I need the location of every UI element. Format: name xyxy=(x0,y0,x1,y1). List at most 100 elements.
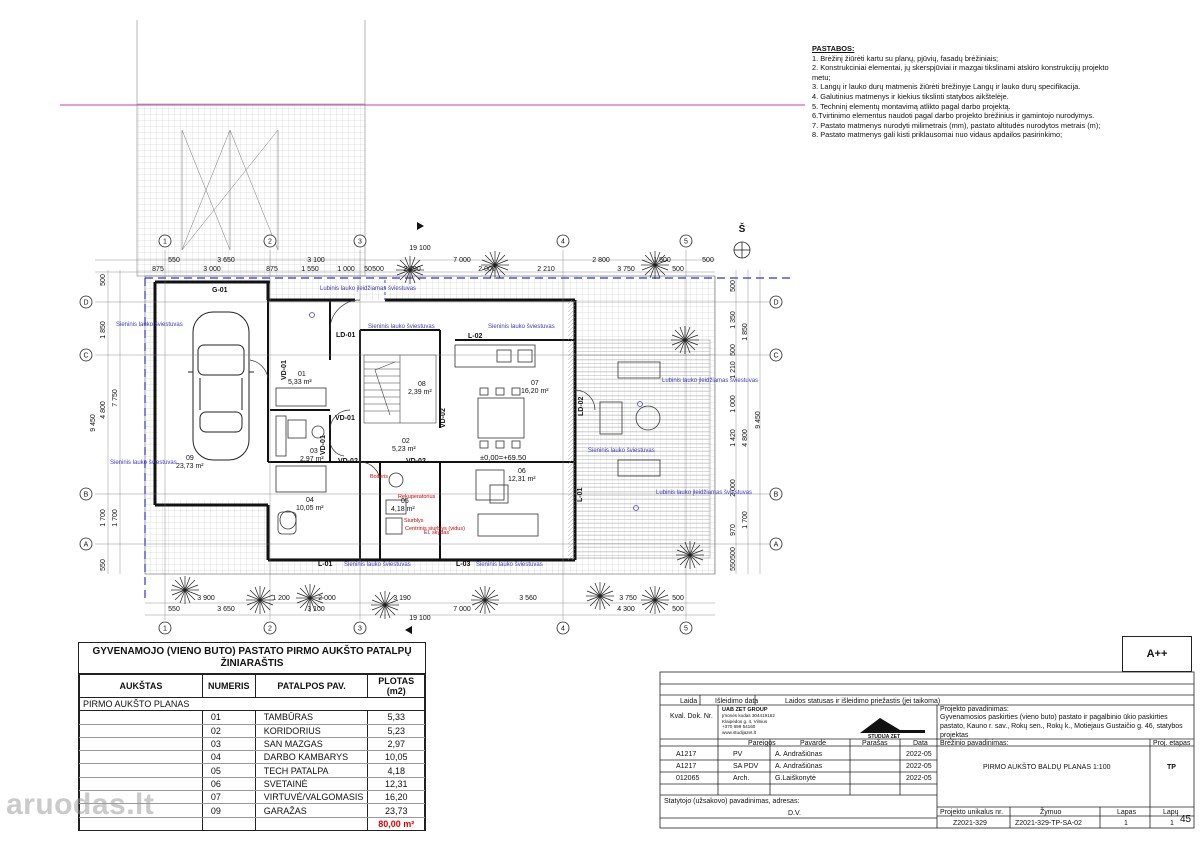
schedule-cell xyxy=(79,710,203,725)
dimension: 2 000 xyxy=(318,595,336,602)
tb-code-label: Projekto unikalus nr. xyxy=(940,809,1004,816)
axis-bubble xyxy=(79,295,93,309)
tb-staff-cell: 2022-05 xyxy=(906,775,932,782)
window-tag: L-01 xyxy=(577,488,584,503)
tb-hdr: Pareigos xyxy=(748,740,776,747)
axis-bubble xyxy=(556,234,570,248)
room-number: 06 xyxy=(518,468,526,475)
door-tag: VD-01 xyxy=(335,415,355,422)
tb-hdr: Data xyxy=(913,740,928,747)
dimension: 3 100 xyxy=(307,257,325,264)
schedule-cell: 5,23 xyxy=(367,724,425,738)
tech-label: Siurblys xyxy=(404,518,424,524)
notes-heading: PASTABOS: xyxy=(812,44,855,53)
dimension: 2 210 xyxy=(537,266,555,273)
room-number: 07 xyxy=(531,380,539,387)
dimension: 550 xyxy=(168,257,180,264)
axis-bubble xyxy=(769,348,783,362)
door-tag: VD-02 xyxy=(406,458,426,465)
axis-bubble xyxy=(353,234,367,248)
window-tag: L-01 xyxy=(318,561,333,568)
tech-label: El. skydas xyxy=(424,530,449,536)
door-tag: VD-02 xyxy=(338,458,358,465)
dimension: 1 550 xyxy=(301,266,319,273)
axis-bubble xyxy=(769,295,783,309)
room-area: 5,23 m² xyxy=(392,446,416,453)
dimension: 500 xyxy=(730,547,737,559)
axis-label-top: 1 xyxy=(163,239,167,246)
total-area: 80,00 m² xyxy=(367,817,425,830)
tb-owner: D.V. xyxy=(788,810,801,817)
axis-bubble xyxy=(79,348,93,362)
dimension: 2 000 xyxy=(730,479,737,497)
dimension: 1 500 xyxy=(653,257,671,264)
dimension: 1 420 xyxy=(730,429,737,447)
tb-code: Z2021-329 xyxy=(953,820,987,827)
dimension: 7 000 xyxy=(453,606,471,613)
tb-company: UAB ZET GROUP xyxy=(722,707,768,713)
tb-stage-label: Proj. etapas xyxy=(1153,740,1191,747)
note-item: 7. Pastato matmenys nurodyti milimetrais… xyxy=(812,120,1101,130)
schedule-cell: 2,97 xyxy=(367,737,425,752)
axis-label-bottom: 5 xyxy=(684,626,688,633)
wall-light-label: Sieninis lauko šviestuvas xyxy=(588,448,655,454)
dimension: 3 000 xyxy=(203,266,221,273)
door-tag: VD-01 xyxy=(281,360,288,380)
dimension: 500 xyxy=(730,344,737,356)
tb-staff-cell: PV xyxy=(733,751,743,758)
schedule-cell: DARBO KAMBARYS xyxy=(254,750,369,765)
axis-label-right: C xyxy=(773,353,778,360)
dimension: 1 200 xyxy=(272,595,290,602)
axis-label-top: 2 xyxy=(268,239,272,246)
room-number: 02 xyxy=(402,438,410,445)
axis-label-left: D xyxy=(83,300,88,307)
room-number: 09 xyxy=(186,455,194,462)
dimension: 9 450 xyxy=(90,414,97,432)
axis-bubble xyxy=(79,537,93,551)
tb-sheet: 1 xyxy=(1124,820,1128,827)
note-item: 6.Tvirtinimo elementus naudoti pagal dar… xyxy=(812,111,1095,121)
room-area: 5,33 m² xyxy=(288,379,312,386)
col-header: PLOTAS (m2) xyxy=(367,674,425,698)
axis-bubble xyxy=(158,621,172,635)
dimension: 4 300 xyxy=(617,606,635,613)
axis-bubble xyxy=(556,621,570,635)
wall-light-label: Sieninis lauko šviestuvas xyxy=(110,460,177,466)
dimension: 550 xyxy=(100,559,107,571)
energy-class: A++ xyxy=(1122,636,1192,672)
room-area: 2,39 m² xyxy=(408,389,432,396)
axis-bubble xyxy=(769,537,783,551)
tb-isleidimo: Išleidimo data xyxy=(715,698,759,705)
tb-sheets-label: Lapų xyxy=(1163,809,1179,816)
axis-bubble xyxy=(263,621,277,635)
note-item: 5. Techninį elementų montavimą atlikto p… xyxy=(812,101,1011,111)
dimension: 19 100 xyxy=(409,245,431,252)
tech-label: Centrinis siurblys (vidus) xyxy=(405,526,465,532)
schedule-cell xyxy=(79,737,203,752)
dimension: 2 800 xyxy=(592,257,610,264)
dimension: 9 450 xyxy=(755,411,762,429)
tb-proj-name: Gyvenamosios paskirties (vieno buto) pas… xyxy=(940,714,1183,739)
room-number: 01 xyxy=(298,371,306,378)
axis-label-right: D xyxy=(773,300,778,307)
axis-label-right: B xyxy=(774,492,779,499)
dimension: 500 xyxy=(672,606,684,613)
tb-mark-label: Žymuo xyxy=(1040,809,1062,816)
window-tag: L-03 xyxy=(456,561,471,568)
dimension: 500 xyxy=(372,266,384,273)
studio-logo-icon xyxy=(860,718,925,733)
ceiling-light-label: Lubinis lauko įleidžiamas šviestuvas xyxy=(320,286,416,292)
col-header: PATALPOS PAV. xyxy=(254,674,369,698)
schedule-cell: VIRTUVĖ/VALGOMASIS xyxy=(254,790,369,805)
schedule-cell: 16,20 xyxy=(367,790,425,805)
door-tag: LD-02 xyxy=(578,396,585,416)
dimension: 3 900 xyxy=(197,595,215,602)
schedule-cell xyxy=(79,724,203,738)
schedule-cell: KORIDORIUS xyxy=(254,724,369,738)
axis-bubble xyxy=(679,621,693,635)
